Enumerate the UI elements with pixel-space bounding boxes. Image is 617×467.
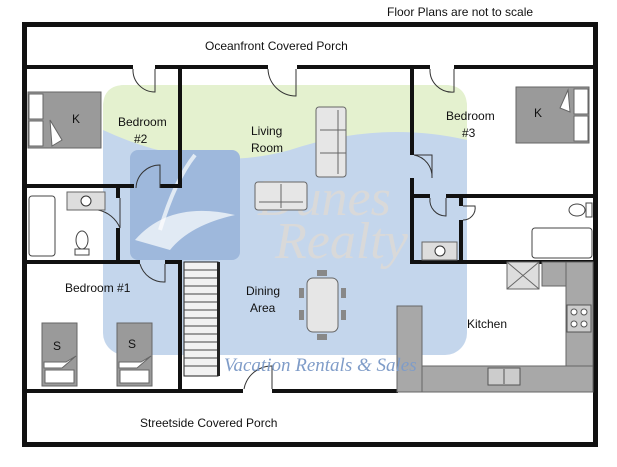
room-label-kitchen: Kitchen	[467, 317, 507, 331]
room-label-bedroom-3: Bedroom	[446, 109, 495, 123]
room-label-bedroom-2: Bedroom	[118, 115, 167, 129]
room-label-area: Area	[250, 301, 276, 315]
sofa-vertical	[315, 106, 347, 178]
room-label-bedroom-1: Bedroom #1	[65, 281, 131, 295]
king-bed-right: K	[515, 86, 590, 144]
walls	[22, 22, 598, 447]
bed-size-label: K	[534, 106, 542, 120]
bed-size-label: S	[128, 337, 136, 351]
room-label-oceanfront-porch: Oceanfront Covered Porch	[205, 39, 348, 53]
king-bed-left: K	[27, 91, 102, 149]
bed-size-label: S	[53, 339, 61, 353]
sofa-horizontal	[254, 181, 308, 211]
staircase	[183, 261, 220, 377]
watermark-tagline: Vacation Rentals & Sales	[224, 355, 417, 376]
room-label-bedroom-3-number: #3	[462, 126, 476, 140]
kitchen-counters	[396, 261, 594, 393]
room-label-room: Room	[251, 141, 283, 155]
dining-table	[299, 270, 346, 340]
not-to-scale-note: Floor Plans are not to scale	[387, 5, 533, 19]
room-label-bedroom-2-number: #2	[134, 132, 148, 146]
left-bathroom-fixtures	[28, 191, 106, 257]
room-label-dining: Dining	[246, 284, 280, 298]
room-label-streetside-porch: Streetside Covered Porch	[140, 416, 277, 430]
doors	[97, 68, 476, 390]
room-label-living: Living	[251, 124, 282, 138]
right-bathroom-fixtures	[421, 202, 593, 261]
svg-text:Realty: Realty	[274, 213, 409, 270]
single-bed-1: S	[41, 322, 78, 387]
bed-size-label: K	[72, 112, 80, 126]
single-bed-2: S	[116, 322, 153, 387]
